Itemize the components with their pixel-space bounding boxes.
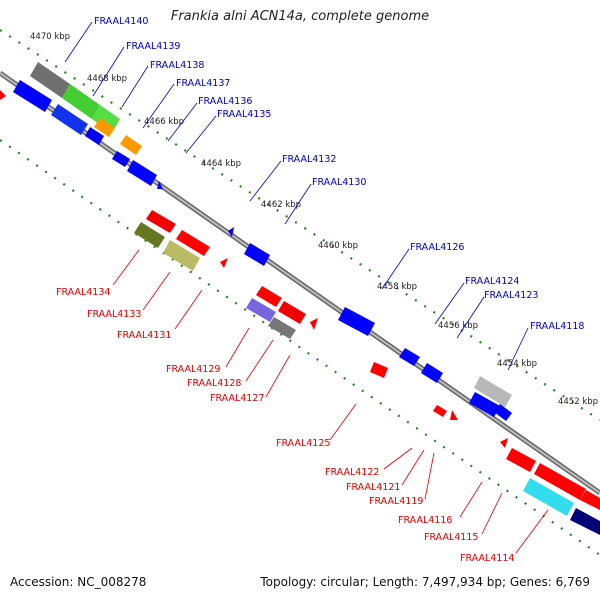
gene-label[interactable]: FRAAL4140: [94, 16, 148, 27]
gene-label[interactable]: FRAAL4114: [460, 553, 514, 564]
gene-label[interactable]: FRAAL4138: [150, 60, 204, 71]
gene-label[interactable]: FRAAL4126: [410, 242, 464, 253]
gene-label[interactable]: FRAAL4115: [424, 532, 478, 543]
tick-label: 4464 kbp: [201, 159, 241, 169]
gene-arrow[interactable]: [30, 62, 70, 98]
tick-label: 4456 kbp: [438, 321, 478, 331]
gene-arrow[interactable]: [338, 307, 375, 336]
gene-arrow[interactable]: [469, 392, 500, 417]
gene-label[interactable]: FRAAL4129: [166, 364, 220, 375]
gene-label[interactable]: FRAAL4130: [312, 177, 366, 188]
gene-arrow[interactable]: [127, 160, 157, 186]
gene-arrow[interactable]: [278, 301, 306, 324]
gene-arrow[interactable]: [500, 438, 508, 448]
gene-arrow[interactable]: [580, 490, 600, 510]
gene-arrow[interactable]: [246, 298, 276, 322]
map-title: Frankia alni ACN14a, complete genome: [170, 9, 430, 24]
gene-label[interactable]: FRAAL4123: [484, 290, 538, 301]
gene-label[interactable]: FRAAL4132: [282, 154, 336, 165]
gene-arrow[interactable]: [62, 84, 100, 119]
tick-label: 4468 kbp: [87, 74, 127, 84]
tick-label: 4466 kbp: [144, 117, 184, 127]
gene-arrow[interactable]: [112, 151, 130, 167]
gene-label[interactable]: FRAAL4125: [276, 438, 330, 449]
upper-gene-track: [13, 62, 512, 421]
tick-label: 4458 kbp: [377, 282, 417, 292]
gene-arrow[interactable]: [534, 463, 586, 500]
gene-label[interactable]: FRAAL4121: [346, 482, 400, 493]
gene-arrow[interactable]: [120, 135, 142, 155]
gene-label[interactable]: FRAAL4122: [325, 467, 379, 478]
gene-label[interactable]: FRAAL4124: [465, 276, 519, 287]
lower-tick-track: [0, 139, 600, 556]
gene-label[interactable]: FRAAL4116: [398, 515, 452, 526]
lower-gene-track: [0, 90, 600, 535]
gene-label[interactable]: FRAAL4133: [87, 309, 141, 320]
gene-arrow[interactable]: [51, 104, 88, 135]
gene-label[interactable]: FRAAL4118: [530, 321, 584, 332]
gene-arrow[interactable]: [506, 448, 536, 472]
upper-leaders: [64, 21, 529, 371]
gene-label[interactable]: FRAAL4127: [210, 393, 264, 404]
gene-arrow[interactable]: [157, 181, 163, 189]
gene-arrow[interactable]: [228, 227, 234, 237]
tick-labels: 4470 kbp 4468 kbp 4466 kbp 4464 kbp 4462…: [30, 32, 598, 407]
gene-arrow[interactable]: [176, 230, 210, 256]
tick-label: 4452 kbp: [558, 397, 598, 407]
gene-arrow[interactable]: [256, 286, 282, 307]
gene-arrow[interactable]: [523, 478, 574, 516]
gene-label[interactable]: FRAAL4134: [56, 287, 110, 298]
gene-arrow[interactable]: [474, 376, 512, 407]
gene-arrow[interactable]: [134, 222, 165, 248]
accession-text: Accession: NC_008278: [10, 575, 147, 589]
tick-label: 4470 kbp: [30, 32, 70, 42]
upper-gene-labels: FRAAL4140 FRAAL4139 FRAAL4138 FRAAL4137 …: [94, 16, 584, 332]
gene-arrow[interactable]: [450, 410, 458, 420]
gene-arrow[interactable]: [220, 258, 228, 268]
gene-arrow[interactable]: [92, 105, 120, 133]
lower-gene-labels: FRAAL4134 FRAAL4133 FRAAL4131 FRAAL4129 …: [56, 287, 514, 564]
gene-arrow[interactable]: [421, 363, 443, 383]
gene-arrow[interactable]: [13, 80, 52, 112]
lower-leaders: [112, 249, 549, 554]
gene-arrow[interactable]: [494, 404, 512, 421]
tick-label: 4462 kbp: [261, 200, 301, 210]
genome-summary-text: Topology: circular; Length: 7,497,934 bp…: [260, 575, 590, 589]
gene-arrow[interactable]: [94, 118, 115, 137]
gene-arrow[interactable]: [244, 243, 270, 266]
gene-arrow[interactable]: [370, 362, 388, 378]
gene-label[interactable]: FRAAL4137: [176, 78, 230, 89]
gene-arrow[interactable]: [163, 240, 200, 271]
gene-label[interactable]: FRAAL4131: [117, 330, 171, 341]
gene-arrow[interactable]: [85, 127, 104, 145]
gene-arrow[interactable]: [0, 90, 6, 100]
gene-arrow[interactable]: [570, 508, 600, 535]
gene-arrow[interactable]: [433, 405, 447, 417]
gene-arrow[interactable]: [310, 318, 318, 330]
gene-label[interactable]: FRAAL4128: [187, 378, 241, 389]
tick-label: 4460 kbp: [318, 241, 358, 251]
gene-arrow[interactable]: [268, 317, 296, 339]
gene-arrow[interactable]: [146, 210, 176, 233]
gene-label[interactable]: FRAAL4119: [369, 496, 423, 507]
tick-label: 4454 kbp: [497, 359, 537, 369]
gene-label[interactable]: FRAAL4136: [198, 96, 252, 107]
gene-arrow[interactable]: [399, 348, 420, 366]
gene-label[interactable]: FRAAL4135: [217, 109, 271, 120]
gene-label[interactable]: FRAAL4139: [126, 41, 180, 52]
